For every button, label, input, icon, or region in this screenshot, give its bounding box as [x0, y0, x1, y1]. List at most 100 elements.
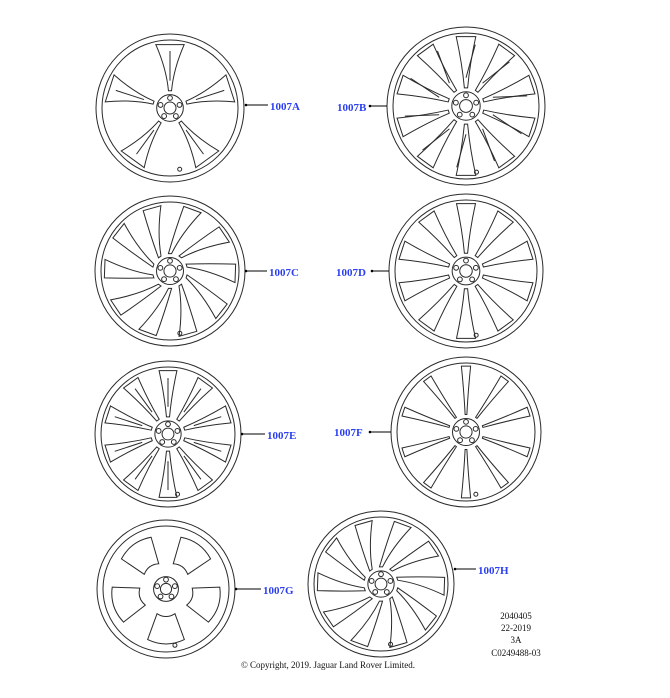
wheel-1007E	[94, 360, 265, 508]
wheel-lug-nut	[452, 99, 459, 106]
wheel-lug-nut	[157, 264, 164, 271]
wheel-valve-stem	[172, 642, 178, 648]
wheel-center-cap	[459, 425, 473, 439]
wheel-lug-nut	[174, 428, 181, 434]
wheel-spoke	[120, 120, 162, 169]
wheel-lug-nut	[168, 593, 175, 600]
wheel-spoke	[111, 586, 147, 623]
wheel-lug-nut	[387, 578, 394, 584]
wheel-spoke	[396, 576, 446, 596]
label-1007G: 1007G	[263, 585, 294, 597]
wheel-spoke	[178, 283, 198, 338]
wheel-lug-nut	[155, 428, 162, 434]
wheel-lug-nut	[457, 437, 463, 444]
leader-dot	[244, 103, 248, 107]
wheel-valve-stem	[177, 166, 183, 172]
wheel-spoke	[185, 274, 228, 320]
ref-code: C0249488-03	[491, 648, 541, 658]
wheel-spoke-groove	[114, 441, 143, 452]
wheel-spoke-groove	[195, 89, 225, 101]
wheel-spoke	[185, 74, 236, 105]
wheel-lug-nut	[372, 589, 379, 595]
wheel-hub	[154, 420, 182, 448]
wheel-spoke	[176, 446, 214, 492]
wheel-spoke	[401, 435, 451, 458]
wheel-spoke	[422, 375, 458, 420]
wheel-spoke	[482, 74, 536, 103]
wheel-hub	[451, 256, 481, 286]
wheel-spoke-groove	[183, 388, 202, 413]
wheel-center-cap	[161, 427, 175, 441]
wheel-spoke	[455, 36, 477, 89]
wheel-valve-stem	[473, 491, 479, 497]
wheel-spoke	[167, 205, 202, 255]
leader-dot	[234, 587, 238, 591]
wheel-spoke	[460, 365, 472, 416]
wheel-spoke	[416, 43, 458, 93]
wheel-hub	[156, 257, 184, 285]
wheel-spoke	[389, 596, 408, 649]
wheel-lug-nut	[378, 571, 384, 578]
wheel-lug-nut	[173, 276, 179, 283]
wheel-spoke-groove	[410, 77, 440, 98]
wheel-spoke	[398, 274, 451, 302]
wheel-spoke-groove	[193, 416, 222, 427]
wheel-spoke	[176, 376, 214, 422]
wheel-center-cap	[459, 99, 473, 113]
wheel-spoke	[316, 572, 366, 592]
wheel-rim-outer	[96, 519, 236, 659]
wheel-valve-stem	[175, 491, 181, 497]
wheel-lug-nut	[453, 264, 460, 271]
wheel-spoke	[417, 210, 458, 259]
wheel-spoke	[103, 258, 155, 279]
wheel-hub	[452, 418, 480, 446]
wheel-rim-inner	[100, 201, 240, 341]
wheel-1007A	[95, 33, 268, 183]
wheel-lug-nut	[165, 421, 171, 428]
label-1007F: 1007F	[334, 427, 363, 439]
wheel-rim-inner	[396, 362, 536, 502]
wheel-lug-nut	[456, 276, 463, 283]
wheel-lug-nut	[383, 589, 390, 595]
wheel-spoke	[324, 536, 366, 581]
wheel-lug-nut	[161, 113, 168, 119]
wheel-spoke	[474, 43, 516, 93]
wheel-spoke	[178, 226, 231, 259]
wheel-spoke	[455, 288, 477, 339]
wheel-1007D	[370, 193, 544, 349]
wheel-lug-nut	[463, 257, 469, 264]
wheel-spoke-groove	[465, 44, 476, 78]
wheel-spoke	[354, 519, 373, 572]
wheel-spoke	[481, 406, 531, 429]
wheel-spoke-groove	[436, 50, 450, 84]
wheel-lug-nut	[161, 276, 167, 283]
wheel-spoke-groove	[193, 441, 222, 452]
wheel-rim-inner	[394, 199, 538, 343]
leader-dot	[453, 567, 457, 571]
wheel-spoke	[455, 123, 477, 176]
wheel-rim-outer	[388, 193, 544, 349]
wheel-1007C	[94, 195, 267, 347]
ref-number: 2040405	[500, 611, 532, 621]
leader-dot	[370, 269, 374, 273]
wheel-lug-nut	[469, 276, 476, 283]
wheel-spoke	[482, 109, 536, 138]
wheel-spoke	[104, 405, 153, 431]
wheel-spoke	[155, 44, 185, 92]
wheel-lug-nut	[157, 593, 164, 600]
wheel-spoke	[481, 240, 534, 268]
wheel-spoke	[104, 74, 155, 105]
wheel-rim-inner	[313, 516, 449, 652]
wheel-spoke-groove	[492, 95, 528, 98]
wheel-spoke-groove	[136, 129, 155, 155]
wheel-spoke	[416, 119, 458, 169]
ref-date: 22-2019	[501, 623, 531, 633]
wheel-spoke	[474, 283, 515, 332]
wheel-spoke-groove	[404, 114, 440, 117]
wheel-lug-nut	[463, 92, 469, 99]
wheel-spoke-groove	[482, 128, 496, 162]
wheel-center-cap	[459, 264, 473, 278]
wheel-lug-nut	[469, 111, 476, 118]
wheel-lug-nut	[157, 102, 164, 108]
wheel-valve-stem	[388, 641, 394, 647]
